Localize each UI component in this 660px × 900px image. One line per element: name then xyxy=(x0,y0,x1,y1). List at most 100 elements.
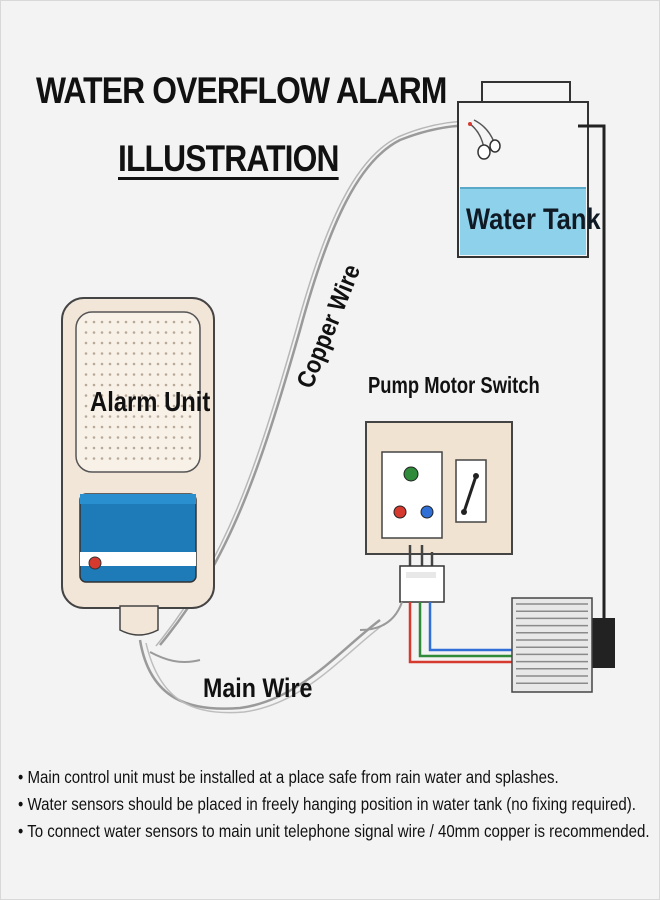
speaker-hole xyxy=(124,320,128,324)
copper-wire xyxy=(159,123,476,646)
speaker-hole xyxy=(132,394,136,397)
speaker-hole xyxy=(124,362,128,366)
pump-motor-switch-label: Pump Motor Switch xyxy=(368,372,540,398)
speaker-hole xyxy=(100,415,104,418)
speaker-hole xyxy=(148,373,152,376)
water-tank-label: Water Tank xyxy=(466,203,601,236)
speaker-hole xyxy=(164,341,168,345)
speaker-hole xyxy=(164,436,168,439)
speaker-hole xyxy=(124,446,128,450)
speaker-hole xyxy=(116,457,120,460)
speaker-hole xyxy=(116,404,120,408)
speaker-hole xyxy=(92,415,96,418)
speaker-hole xyxy=(180,394,184,397)
diagram-title-line-2: ILLUSTRATION xyxy=(118,138,340,179)
speaker-hole xyxy=(116,436,120,439)
speaker-hole xyxy=(180,404,184,408)
speaker-hole xyxy=(108,341,112,345)
speaker-hole xyxy=(116,362,120,366)
speaker-hole xyxy=(188,394,192,397)
speaker-hole xyxy=(84,341,88,345)
speaker-hole xyxy=(124,341,128,345)
speaker-hole xyxy=(124,457,128,460)
speaker-hole xyxy=(108,415,112,418)
speaker-hole xyxy=(132,383,136,387)
speaker-hole xyxy=(116,341,120,345)
plug-body xyxy=(399,565,445,603)
speaker-hole xyxy=(116,394,120,397)
speaker-hole xyxy=(92,404,96,408)
speaker-hole xyxy=(108,331,112,334)
wire-blue xyxy=(428,602,512,652)
speaker-hole xyxy=(188,362,192,366)
speaker-hole xyxy=(188,457,192,460)
socket-earth-pin xyxy=(403,466,419,482)
speaker-hole xyxy=(124,425,128,429)
speaker-hole xyxy=(156,373,160,376)
speaker-hole xyxy=(172,383,176,387)
speaker-hole xyxy=(180,457,184,460)
speaker-hole xyxy=(100,383,104,387)
speaker-hole xyxy=(140,457,144,460)
speaker-hole xyxy=(164,415,168,418)
speaker-hole xyxy=(100,457,104,460)
speaker-hole xyxy=(148,415,152,418)
socket-frame xyxy=(381,451,443,539)
speaker-hole xyxy=(108,352,112,355)
speaker-hole xyxy=(156,394,160,397)
plug xyxy=(399,545,445,603)
speaker-hole xyxy=(180,362,184,366)
alarm-unit xyxy=(61,297,215,636)
speaker-hole xyxy=(140,415,144,418)
speaker-hole xyxy=(108,320,112,324)
speaker-hole xyxy=(180,341,184,345)
speaker-hole xyxy=(180,415,184,418)
speaker-hole xyxy=(188,436,192,439)
speaker-hole xyxy=(116,352,120,355)
speaker-hole xyxy=(132,457,136,460)
speaker-hole xyxy=(92,394,96,397)
alarm-strip xyxy=(80,552,196,566)
speaker-hole xyxy=(172,446,176,450)
speaker-hole xyxy=(148,436,152,439)
alarm-indicator-light xyxy=(88,556,102,570)
speaker-hole xyxy=(164,383,168,387)
speaker-hole xyxy=(164,352,168,355)
speaker-hole xyxy=(188,320,192,324)
speaker-hole xyxy=(84,362,88,366)
water-level xyxy=(460,188,586,255)
speaker-hole xyxy=(172,320,176,324)
speaker-hole xyxy=(164,362,168,366)
speaker-hole xyxy=(156,457,160,460)
speaker-hole xyxy=(156,331,160,334)
speaker-hole xyxy=(100,404,104,408)
speaker-hole xyxy=(156,425,160,429)
note-item: Water sensors should be placed in freely… xyxy=(18,791,650,818)
speaker-hole xyxy=(92,373,96,376)
speaker-hole xyxy=(100,362,104,366)
speaker-hole xyxy=(84,436,88,439)
speaker-hole xyxy=(84,373,88,376)
speaker-hole xyxy=(92,446,96,450)
pump-motor xyxy=(511,597,593,693)
speaker-hole xyxy=(180,352,184,355)
wire-green xyxy=(418,602,512,658)
speaker-hole xyxy=(132,362,136,366)
speaker-hole xyxy=(116,320,120,324)
speaker-hole xyxy=(156,341,160,345)
speaker-hole xyxy=(84,320,88,324)
speaker-hole xyxy=(124,331,128,334)
speaker-hole xyxy=(140,331,144,334)
speaker-hole xyxy=(92,320,96,324)
speaker-hole xyxy=(84,352,88,355)
speaker-hole xyxy=(140,352,144,355)
speaker-hole xyxy=(172,457,176,460)
pump-switch-board xyxy=(365,421,513,555)
speaker-hole xyxy=(148,457,152,460)
speaker-hole xyxy=(140,383,144,387)
speaker-hole xyxy=(164,404,168,408)
speaker-hole xyxy=(108,404,112,408)
speaker-hole xyxy=(100,341,104,345)
alarm-speaker-grille xyxy=(75,311,201,473)
